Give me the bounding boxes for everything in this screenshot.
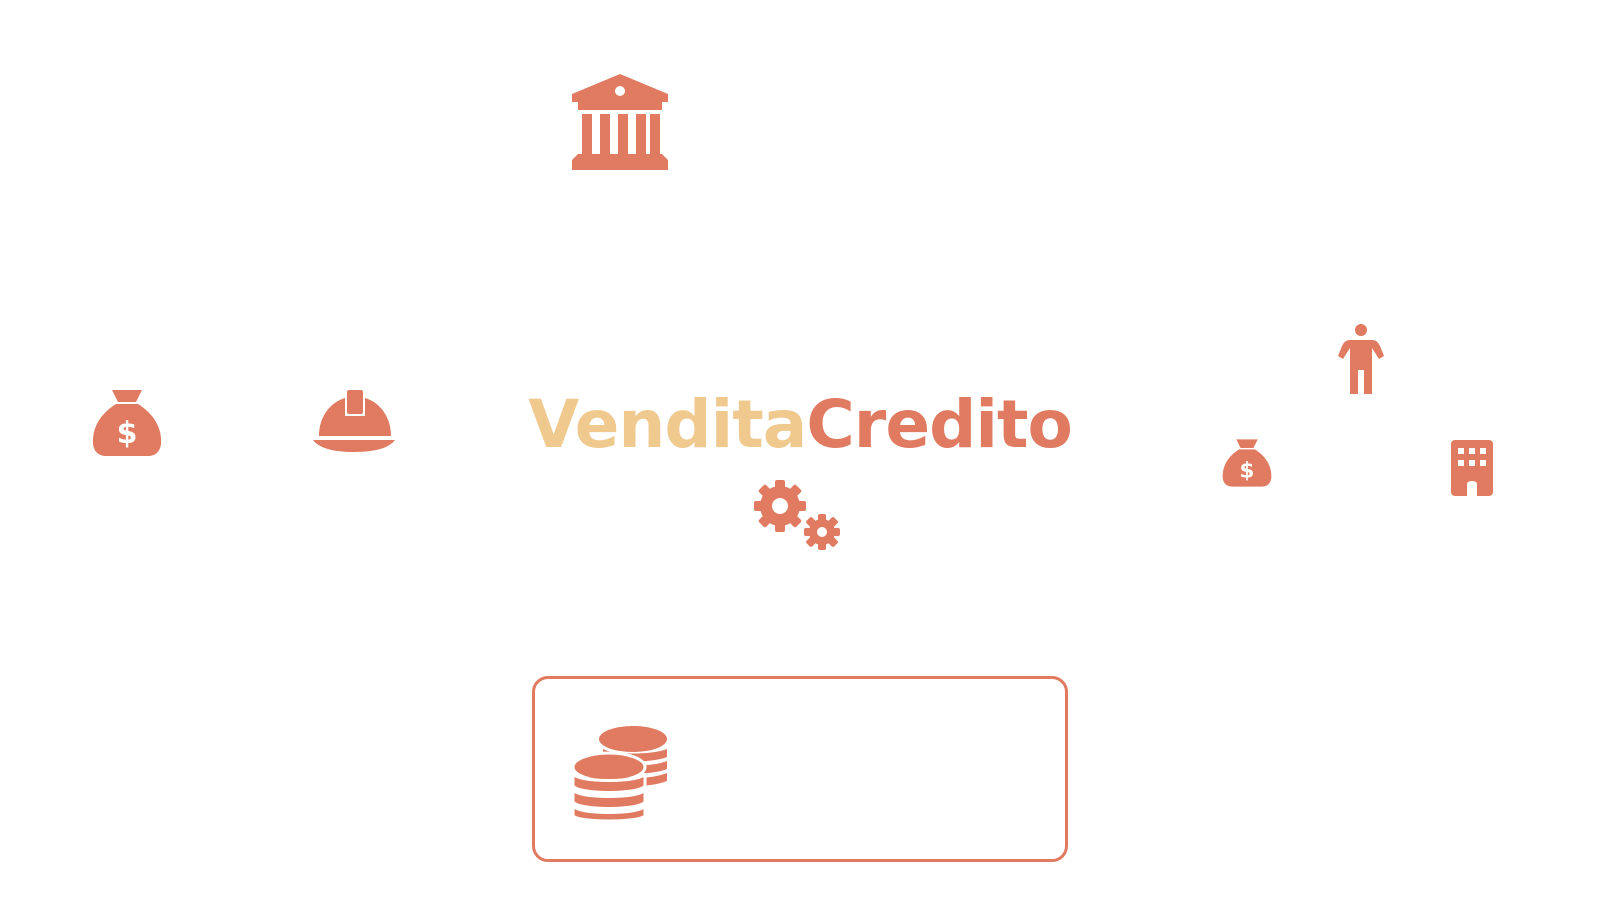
gears-icon	[752, 480, 846, 554]
brand-logo: VenditaCredito	[0, 392, 1600, 458]
logo-part-vendita: Vendita	[528, 386, 807, 463]
person-icon	[1338, 324, 1384, 394]
coins-icon	[573, 723, 673, 823]
logo-part-credito: Credito	[806, 386, 1073, 463]
money-bag-icon: $	[1222, 438, 1272, 488]
office-building-icon	[1451, 440, 1493, 496]
bank-icon	[570, 72, 670, 172]
credit-box	[532, 676, 1068, 862]
money-bag-icon: $	[92, 388, 162, 458]
svg-text:$: $	[117, 416, 138, 451]
svg-text:$: $	[1240, 458, 1255, 483]
hard-hat-icon	[313, 390, 395, 454]
